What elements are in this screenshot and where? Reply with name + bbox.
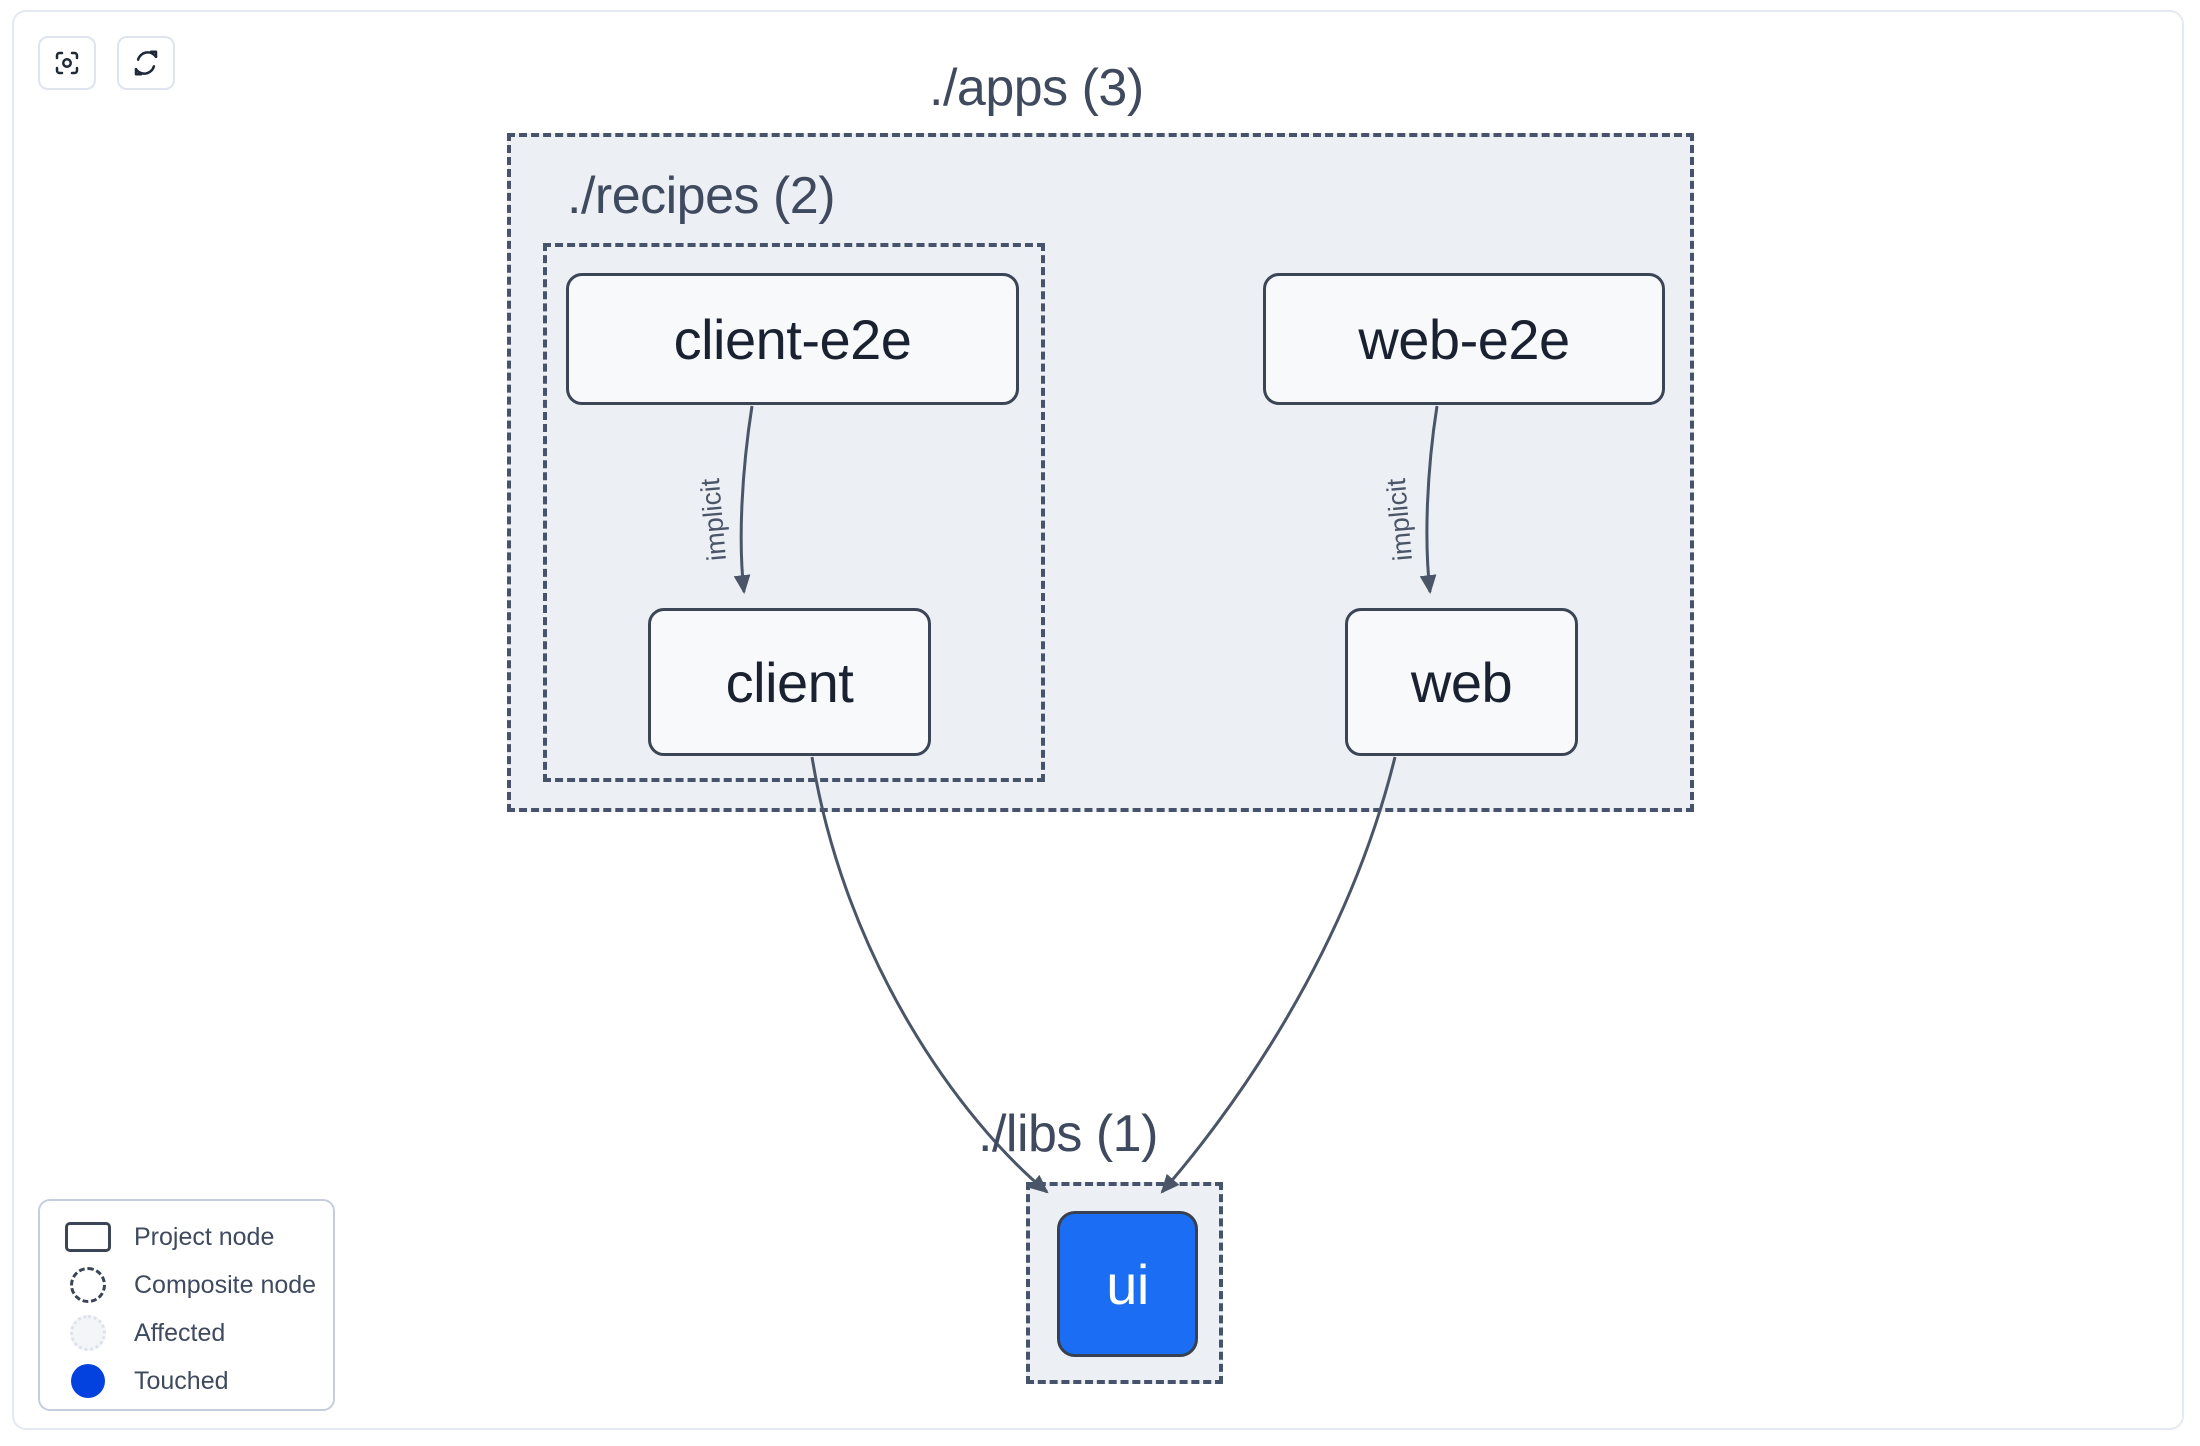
- legend-label: Project node: [134, 1222, 275, 1251]
- node-label: client: [725, 650, 854, 714]
- graph-toolbar: [38, 36, 175, 90]
- focus-icon: [52, 48, 82, 78]
- project-node-client-e2e[interactable]: client-e2e: [566, 273, 1019, 405]
- node-label: web-e2e: [1358, 307, 1570, 371]
- legend-item-composite-node: Composite node: [40, 1261, 333, 1309]
- legend-item-touched: Touched: [40, 1357, 333, 1405]
- node-label: web: [1410, 650, 1513, 714]
- refresh-graph-button[interactable]: [117, 36, 175, 90]
- focus-graph-button[interactable]: [38, 36, 96, 90]
- edge-web-to-ui: [1160, 756, 1397, 1194]
- affected-swatch: [62, 1315, 114, 1351]
- legend-label: Composite node: [134, 1270, 317, 1299]
- refresh-icon: [131, 48, 161, 78]
- project-node-web[interactable]: web: [1345, 608, 1578, 756]
- project-node-client[interactable]: client: [648, 608, 931, 756]
- legend-label: Affected: [134, 1318, 226, 1347]
- composite-node-swatch: [62, 1267, 114, 1303]
- node-label: ui: [1106, 1252, 1149, 1316]
- project-node-ui[interactable]: ui: [1057, 1211, 1198, 1357]
- graph-legend: Project node Composite node Affected Tou…: [38, 1199, 335, 1411]
- project-node-web-e2e[interactable]: web-e2e: [1263, 273, 1665, 405]
- node-label: client-e2e: [673, 307, 912, 371]
- legend-label: Touched: [134, 1366, 229, 1395]
- composite-label-apps[interactable]: ./apps (3): [929, 59, 1144, 117]
- touched-swatch: [62, 1364, 114, 1398]
- project-node-swatch: [62, 1222, 114, 1252]
- composite-label-recipes[interactable]: ./recipes (2): [567, 167, 836, 225]
- legend-item-affected: Affected: [40, 1309, 333, 1357]
- composite-label-libs[interactable]: ./libs (1): [978, 1105, 1158, 1163]
- legend-item-project-node: Project node: [40, 1213, 333, 1261]
